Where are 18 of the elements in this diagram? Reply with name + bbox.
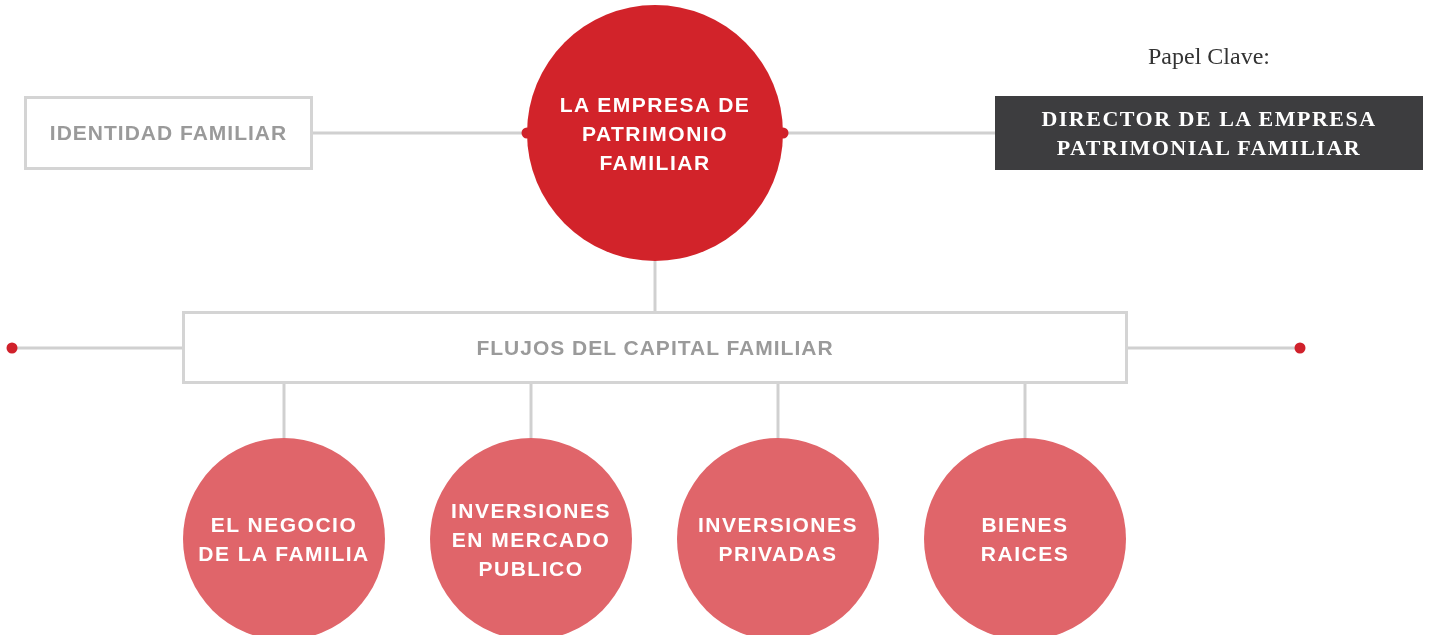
- connector-line: [1023, 384, 1027, 438]
- node-label: FLUJOS DEL CAPITAL FAMILIAR: [476, 335, 834, 360]
- dot-ended-line: [1128, 342, 1306, 354]
- node-label: IDENTIDAD FAMILIAR: [49, 121, 288, 145]
- connector-line: [529, 384, 533, 438]
- connector-line: [776, 384, 780, 438]
- role-heading: Papel Clave:: [1148, 43, 1270, 70]
- node-label: BIENES RAICES: [979, 512, 1071, 567]
- outlined-box: [24, 96, 313, 170]
- outlined-box: [182, 311, 1128, 384]
- connector-line: [282, 384, 286, 438]
- node-label: INVERSIONES PRIVADAS: [696, 512, 859, 567]
- role-box: DIRECTOR DE LA EMPRESA PATRIMONIAL FAMILIAR: [995, 96, 1423, 170]
- node-label: LA EMPRESA DE PATRIMONIO FAMILIAR: [558, 91, 752, 176]
- connector-line: [653, 261, 657, 311]
- node-label: INVERSIONES EN MERCADO PUBLICO: [449, 497, 612, 582]
- dot-ended-line: [6, 342, 182, 354]
- node-label: EL NEGOCIO DE LA FAMILIA: [197, 512, 371, 567]
